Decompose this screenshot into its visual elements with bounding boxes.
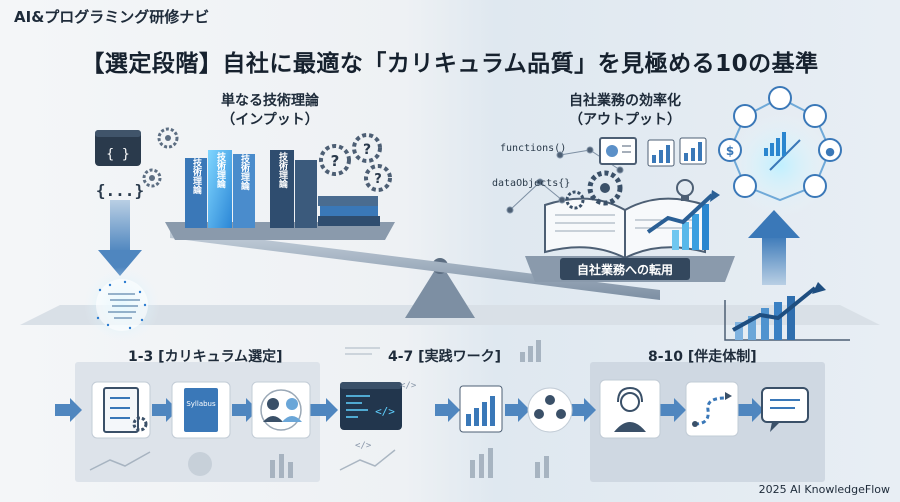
- chat-bubble-icon: [761, 387, 809, 432]
- braces-window-icon: { }: [95, 130, 141, 166]
- presentation-chart-icon: [599, 137, 637, 165]
- question-gear-icon: ?: [364, 164, 392, 192]
- syllabus-text: Syllabus: [186, 400, 216, 408]
- book-gears: [565, 170, 623, 210]
- checklist-icon: [91, 381, 151, 439]
- page-title: 【選定段階】自社に最適な「カリキュラム品質」を見極める10の基準: [81, 51, 819, 77]
- technical-books: 技術理論 技術理論 技術理論 技術理論: [185, 150, 380, 228]
- efficiency-network: $ ●: [718, 86, 842, 217]
- money-node-icon: [718, 138, 742, 162]
- book-spine-3: 技術理論: [239, 153, 251, 191]
- stage-1-label: 1-3 [カリキュラム選定]: [128, 349, 283, 365]
- book-spine-4: 技術理論: [277, 151, 289, 189]
- bar-chart-node-icon: [733, 104, 757, 128]
- cycle-node-icon: [733, 174, 757, 198]
- open-book-banner: 自社業務への転用: [577, 262, 673, 277]
- book-spine-1: 技術理論: [191, 157, 203, 195]
- chart-node-icon: [768, 86, 792, 110]
- functions-label: functions(): [500, 143, 567, 154]
- code-cloud-icon: [84, 267, 160, 343]
- svg-text:</>: </>: [355, 441, 372, 451]
- input-label: 単なる技術理論 （インプット）: [190, 92, 350, 130]
- output-label: 自社業務の効率化 （アウトプット）: [540, 92, 710, 130]
- gear-icon: [565, 190, 585, 210]
- people-target-icon: [251, 381, 311, 439]
- output-label-line2: （アウトプット）: [569, 112, 681, 128]
- book-spine-2: 技術理論: [215, 151, 227, 189]
- svg-text:●: ●: [825, 145, 835, 158]
- lightbulb-node-icon: [818, 138, 842, 162]
- bar-chart-icon: [647, 139, 675, 167]
- syllabus-book-icon: Syllabus: [171, 381, 231, 439]
- stage-3-label: 8-10 [伴走体制]: [648, 349, 757, 365]
- output-label-line1: 自社業務の効率化: [569, 93, 681, 109]
- question-gear-icon: ?: [319, 144, 351, 176]
- process-arrows: [55, 398, 764, 422]
- team-network-icon: [527, 387, 573, 433]
- brand-name: AI&プログラミング研修ナビ: [14, 8, 210, 26]
- code-editor-icon: </>: [340, 382, 402, 430]
- svg-text:</>: </>: [375, 405, 395, 418]
- stage-2-label: 4-7 [実践ワーク]: [388, 349, 501, 365]
- lightbulb-icon: [676, 179, 694, 201]
- svg-text:$: $: [726, 144, 734, 158]
- fulcrum: [405, 262, 475, 318]
- growth-bars-icon: [646, 190, 720, 250]
- data-objects-label: dataObjects{}: [492, 178, 571, 189]
- growth-chart-icon: [724, 282, 850, 341]
- gear-top-left-icon: [157, 127, 179, 149]
- svg-text:</>: </>: [400, 381, 417, 391]
- bar-chart-icon: [679, 137, 707, 165]
- roadmap-icon: [685, 381, 739, 437]
- copyright: 2025 AI KnowledgeFlow: [758, 483, 890, 496]
- growth-report-icon: [459, 385, 503, 433]
- small-gear-icon: [142, 168, 162, 188]
- dots-braces-text: {...}: [96, 181, 144, 200]
- open-book: 自社業務への転用: [544, 197, 706, 280]
- svg-text:?: ?: [363, 142, 371, 158]
- input-label-line2: （インプット）: [221, 112, 319, 128]
- input-label-line1: 単なる技術理論: [221, 93, 319, 109]
- down-arrow-icon: [98, 200, 142, 276]
- growth-node-icon: [803, 104, 827, 128]
- gear-icon: [587, 170, 623, 206]
- svg-text:?: ?: [331, 152, 340, 170]
- background-charts: </> </>: [89, 340, 549, 478]
- braces-text: { }: [106, 147, 129, 162]
- up-arrow-icon: [748, 210, 800, 285]
- question-gear-icon: ?: [352, 133, 382, 163]
- support-operator-icon: [599, 379, 661, 439]
- svg-text:?: ?: [374, 172, 382, 187]
- banner: [560, 258, 690, 280]
- question-gears: ? ? ?: [319, 133, 392, 192]
- gear-node-icon: [803, 174, 827, 198]
